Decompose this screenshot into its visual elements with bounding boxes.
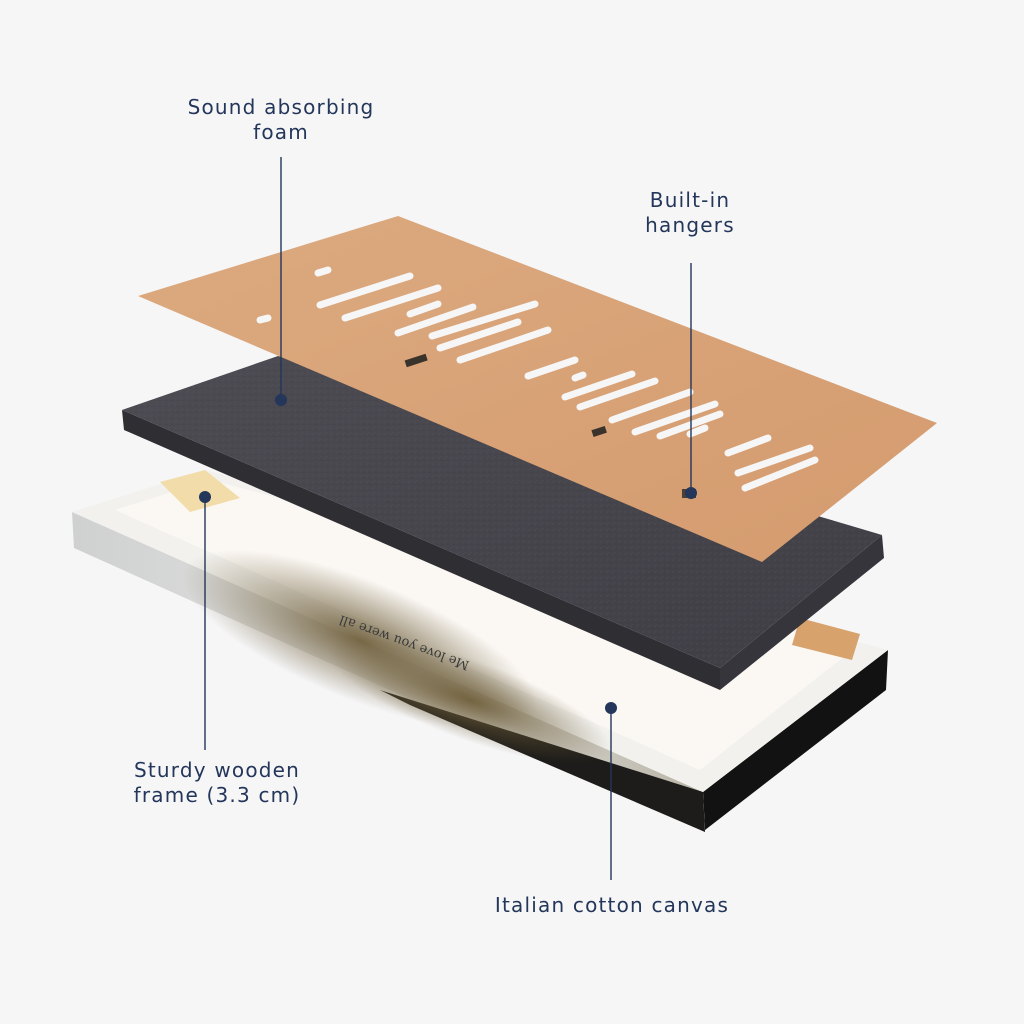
callout-label-hangers: Built-in hangers: [630, 188, 750, 238]
foam-layer: [122, 356, 884, 690]
foam-front-face: [122, 410, 720, 690]
callout-label-hangers-line2: hangers: [645, 213, 735, 237]
callout-dots: [199, 394, 697, 714]
wooden-frame-strip-left: [160, 470, 240, 512]
callout-label-foam-line1: Sound absorbing: [187, 95, 375, 119]
gold-speckle-band-2: [328, 636, 612, 764]
foam-texture: [122, 356, 882, 668]
canvas-print-area: [115, 480, 855, 770]
callout-label-frame: Sturdy wooden frame (3.3 cm): [125, 758, 309, 808]
callout-dot-canvas: [605, 702, 617, 714]
foam-right-face: [720, 535, 884, 690]
canvas-frame-layer: Me love you were all: [72, 470, 888, 832]
callout-label-frame-line2: frame (3.3 cm): [133, 783, 301, 807]
hanger-notch-2: [591, 425, 607, 437]
callout-label-foam-line2: foam: [253, 120, 309, 144]
callout-label-hangers-line1: Built-in: [649, 188, 731, 212]
callout-dot-foam: [275, 394, 287, 406]
callout-label-canvas: Italian cotton canvas: [480, 893, 744, 918]
callout-label-canvas-line1: Italian cotton canvas: [494, 893, 730, 917]
callout-label-frame-line1: Sturdy wooden: [133, 758, 301, 782]
hanger-slots: [256, 266, 819, 492]
frame-black-front: [703, 650, 888, 830]
callout-label-foam: Sound absorbing foam: [181, 95, 381, 145]
callout-dot-hangers: [685, 487, 697, 499]
callout-dot-frame: [199, 491, 211, 503]
callout-lines: [204, 157, 692, 880]
kraft-board-layer: [138, 216, 937, 562]
hanger-notch-1: [404, 353, 428, 368]
wooden-frame-strip: [792, 618, 860, 660]
